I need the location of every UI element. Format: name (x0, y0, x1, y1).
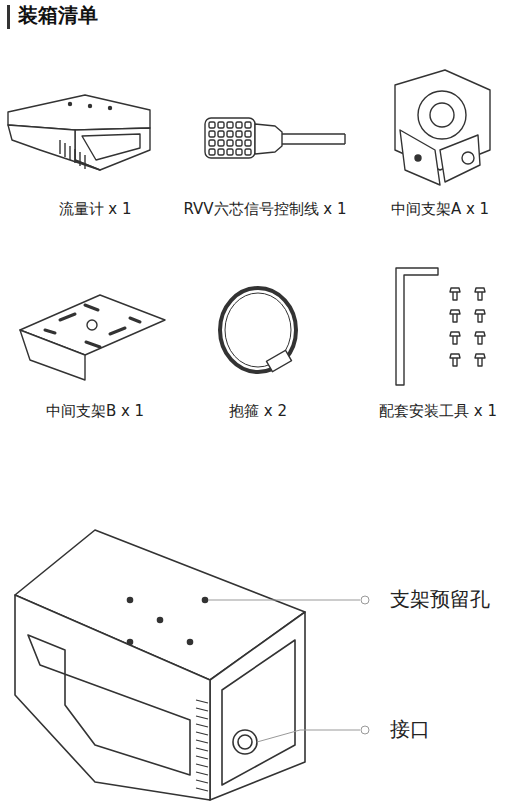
flowmeter-large (15, 530, 305, 800)
item-caption: 流量计 x 1 (59, 200, 132, 218)
bracket-b (20, 295, 165, 380)
title: 装箱清单 (18, 3, 98, 27)
item-caption: 抱箍 x 2 (229, 402, 287, 420)
item-caption: RVV六芯信号控制线 x 1 (183, 200, 346, 218)
signal-cable (205, 118, 345, 158)
flowmeter-small (8, 95, 150, 170)
bracket-a (395, 70, 490, 185)
install-tools (396, 268, 485, 385)
part-callout: 支架预留孔 (390, 587, 490, 611)
title-bar (7, 5, 10, 29)
leader-lines (208, 596, 369, 742)
part-callout: 接口 (390, 717, 430, 741)
hose-clamp (220, 288, 296, 372)
item-caption: 中间支架A x 1 (391, 200, 489, 218)
item-caption: 中间支架B x 1 (46, 402, 144, 420)
item-caption: 配套安装工具 x 1 (379, 402, 497, 420)
